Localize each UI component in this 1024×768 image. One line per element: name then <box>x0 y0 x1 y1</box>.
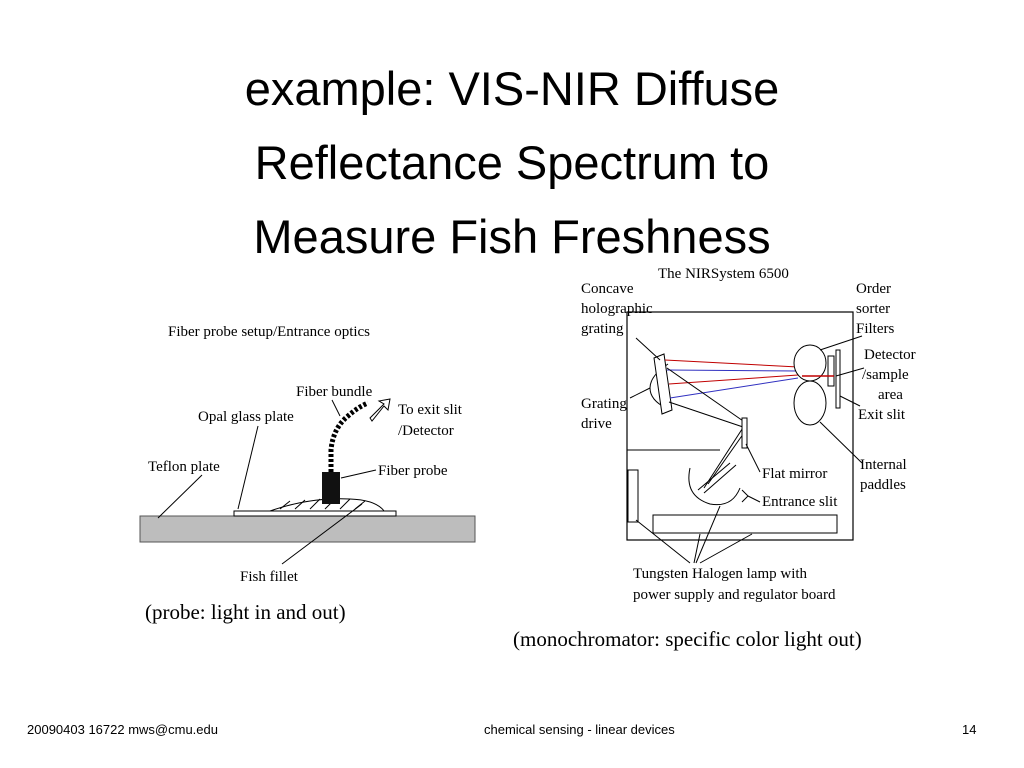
monochromator-caption: (monochromator: specific color light out… <box>513 627 862 651</box>
nirsystem-diagram: The NIRSystem 6500 Concave holographic g… <box>581 266 916 603</box>
label-order: Order <box>856 281 891 297</box>
flat-mirror <box>741 417 748 449</box>
label-lamp-2: power supply and regulator board <box>633 587 836 603</box>
label-entrance-slit: Entrance slit <box>762 494 838 510</box>
label-detector: /Detector <box>398 423 454 439</box>
lamp-reflector <box>688 467 741 506</box>
label-filters: Filters <box>856 321 894 337</box>
footer-center: chemical sensing - linear devices <box>484 722 675 737</box>
label-grating-drive-1: Grating <box>581 396 627 412</box>
footer-left: 20090403 16722 mws@cmu.edu <box>27 722 218 737</box>
label-opal-glass-plate: Opal glass plate <box>198 409 294 425</box>
title-line-3: Measure Fish Freshness <box>253 210 771 263</box>
label-grating-drive-2: drive <box>581 416 612 432</box>
label-fish-fillet: Fish fillet <box>240 569 299 585</box>
label-grating: grating <box>581 321 624 337</box>
title-line-1: example: VIS-NIR Diffuse <box>244 62 780 115</box>
slide-title: example: VIS-NIR Diffuse Reflectance Spe… <box>0 52 1024 274</box>
internal-paddle-wheel <box>793 380 827 426</box>
label-fiber-probe: Fiber probe <box>378 463 448 479</box>
opal-glass-plate <box>233 510 397 517</box>
fiber-bundle <box>328 400 369 472</box>
label-flat-mirror: Flat mirror <box>762 466 827 482</box>
label-exit-slit: Exit slit <box>858 407 906 423</box>
label-sorter: sorter <box>856 301 890 317</box>
label-fiber-bundle: Fiber bundle <box>296 384 373 400</box>
label-concave: Concave <box>581 281 634 297</box>
probe-heading: Fiber probe setup/Entrance optics <box>168 324 370 340</box>
title-line-2: Reflectance Spectrum to <box>254 136 770 189</box>
label-teflon-plate: Teflon plate <box>148 459 220 475</box>
fiber-probe <box>322 472 340 504</box>
label-area: area <box>878 387 903 403</box>
lamp-board <box>652 514 838 534</box>
concave-holographic-grating <box>653 353 673 415</box>
teflon-plate <box>139 515 476 543</box>
fiber-probe-diagram: Fiber probe setup/Entrance optics Fiber … <box>139 324 476 585</box>
power-supply <box>627 469 639 523</box>
label-internal: Internal <box>860 457 907 473</box>
label-paddles: paddles <box>860 477 906 493</box>
probe-caption: (probe: light in and out) <box>145 600 346 624</box>
label-holographic: holographic <box>581 301 653 317</box>
label-detector-top: Detector <box>864 347 916 363</box>
page-number: 14 <box>962 722 977 737</box>
exit-slit <box>835 349 841 409</box>
label-lamp-1: Tungsten Halogen lamp with <box>633 566 808 582</box>
exit-arrow-icon <box>369 398 391 422</box>
label-sample: /sample <box>862 367 909 383</box>
detector <box>827 355 835 387</box>
nir-heading: The NIRSystem 6500 <box>658 266 789 282</box>
label-to-exit-slit: To exit slit <box>398 402 463 418</box>
